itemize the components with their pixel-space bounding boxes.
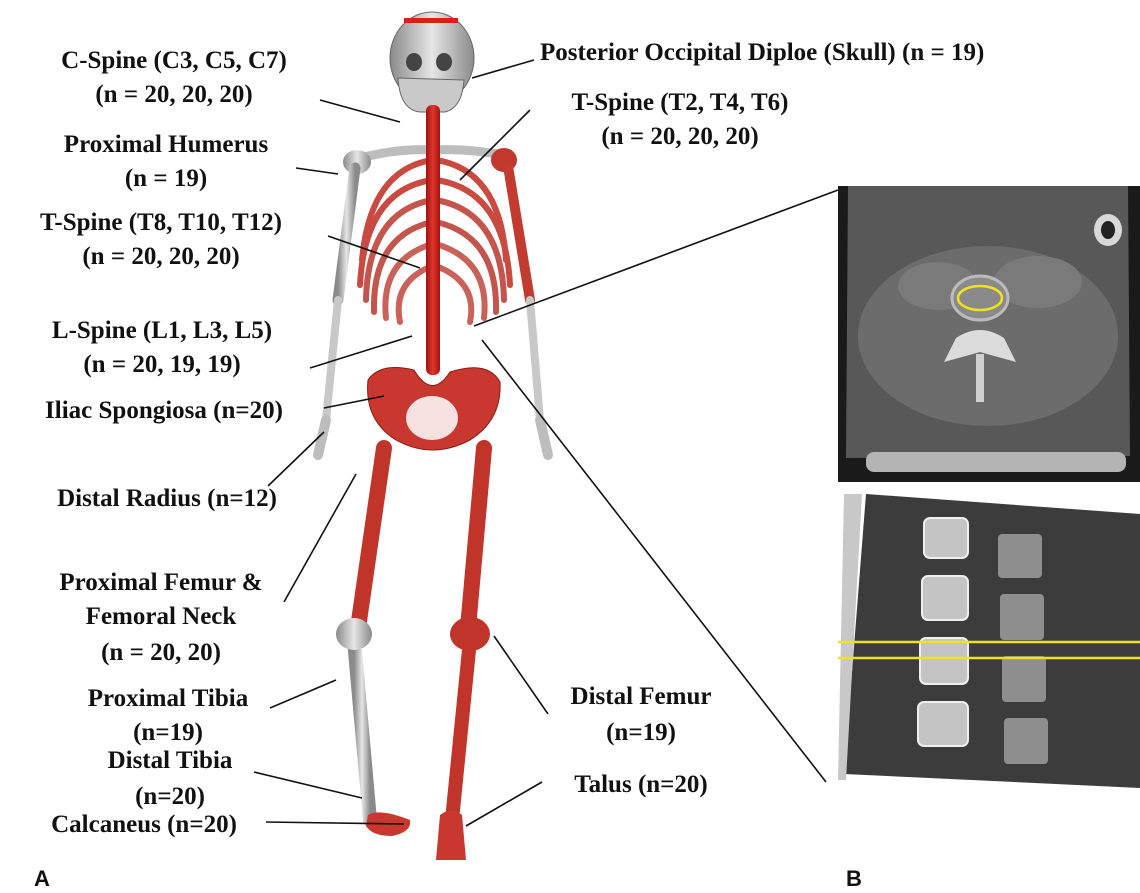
knee-left [450,617,490,651]
label-proximal-humerus: Proximal Humerus [40,128,292,162]
skull-roi-marker [404,18,458,23]
spine [426,105,440,375]
label-proximal-femur: Proximal Femur & [30,566,292,600]
panel-label-b: B [846,866,862,892]
label-proximal-humerus-n: (n = 19) [40,162,292,196]
label-calcaneus: Calcaneus (n=20) [24,808,264,842]
label-t-spine-lower: T-Spine (T8, T10, T12) [4,206,318,240]
panel-label-a: A [34,866,50,892]
label-femoral-neck: Femoral Neck [30,600,292,634]
label-c-spine: C-Spine (C3, C5, C7) [28,44,320,78]
label-t-spine-lower-n: (n = 20, 20, 20) [4,240,318,274]
label-distal-femur: Distal Femur [546,680,736,714]
foot-left [436,811,466,861]
label-skull: Posterior Occipital Diploe (Skull) (n = … [540,36,984,70]
ct-sagittal-image [838,494,1140,788]
label-t-spine-upper-n: (n = 20, 20, 20) [530,120,830,154]
ct-axial-image [838,186,1140,482]
label-proximal-femur-n: (n = 20, 20) [30,636,292,670]
label-t-spine-upper: T-Spine (T2, T4, T6) [530,86,830,120]
label-iliac-spongiosa: Iliac Spongiosa (n=20) [14,394,314,428]
pelvis [368,368,501,450]
label-distal-tibia: Distal Tibia [72,744,268,778]
knee-right [336,618,372,650]
label-l-spine-n: (n = 20, 19, 19) [20,348,304,382]
label-distal-radius: Distal Radius (n=12) [30,482,304,516]
label-talus: Talus (n=20) [546,768,736,802]
label-c-spine-n: (n = 20, 20, 20) [28,78,320,112]
label-proximal-tibia: Proximal Tibia [60,682,276,716]
label-distal-femur-n: (n=19) [546,716,736,750]
label-l-spine: L-Spine (L1, L3, L5) [20,314,304,348]
skull [390,12,474,112]
